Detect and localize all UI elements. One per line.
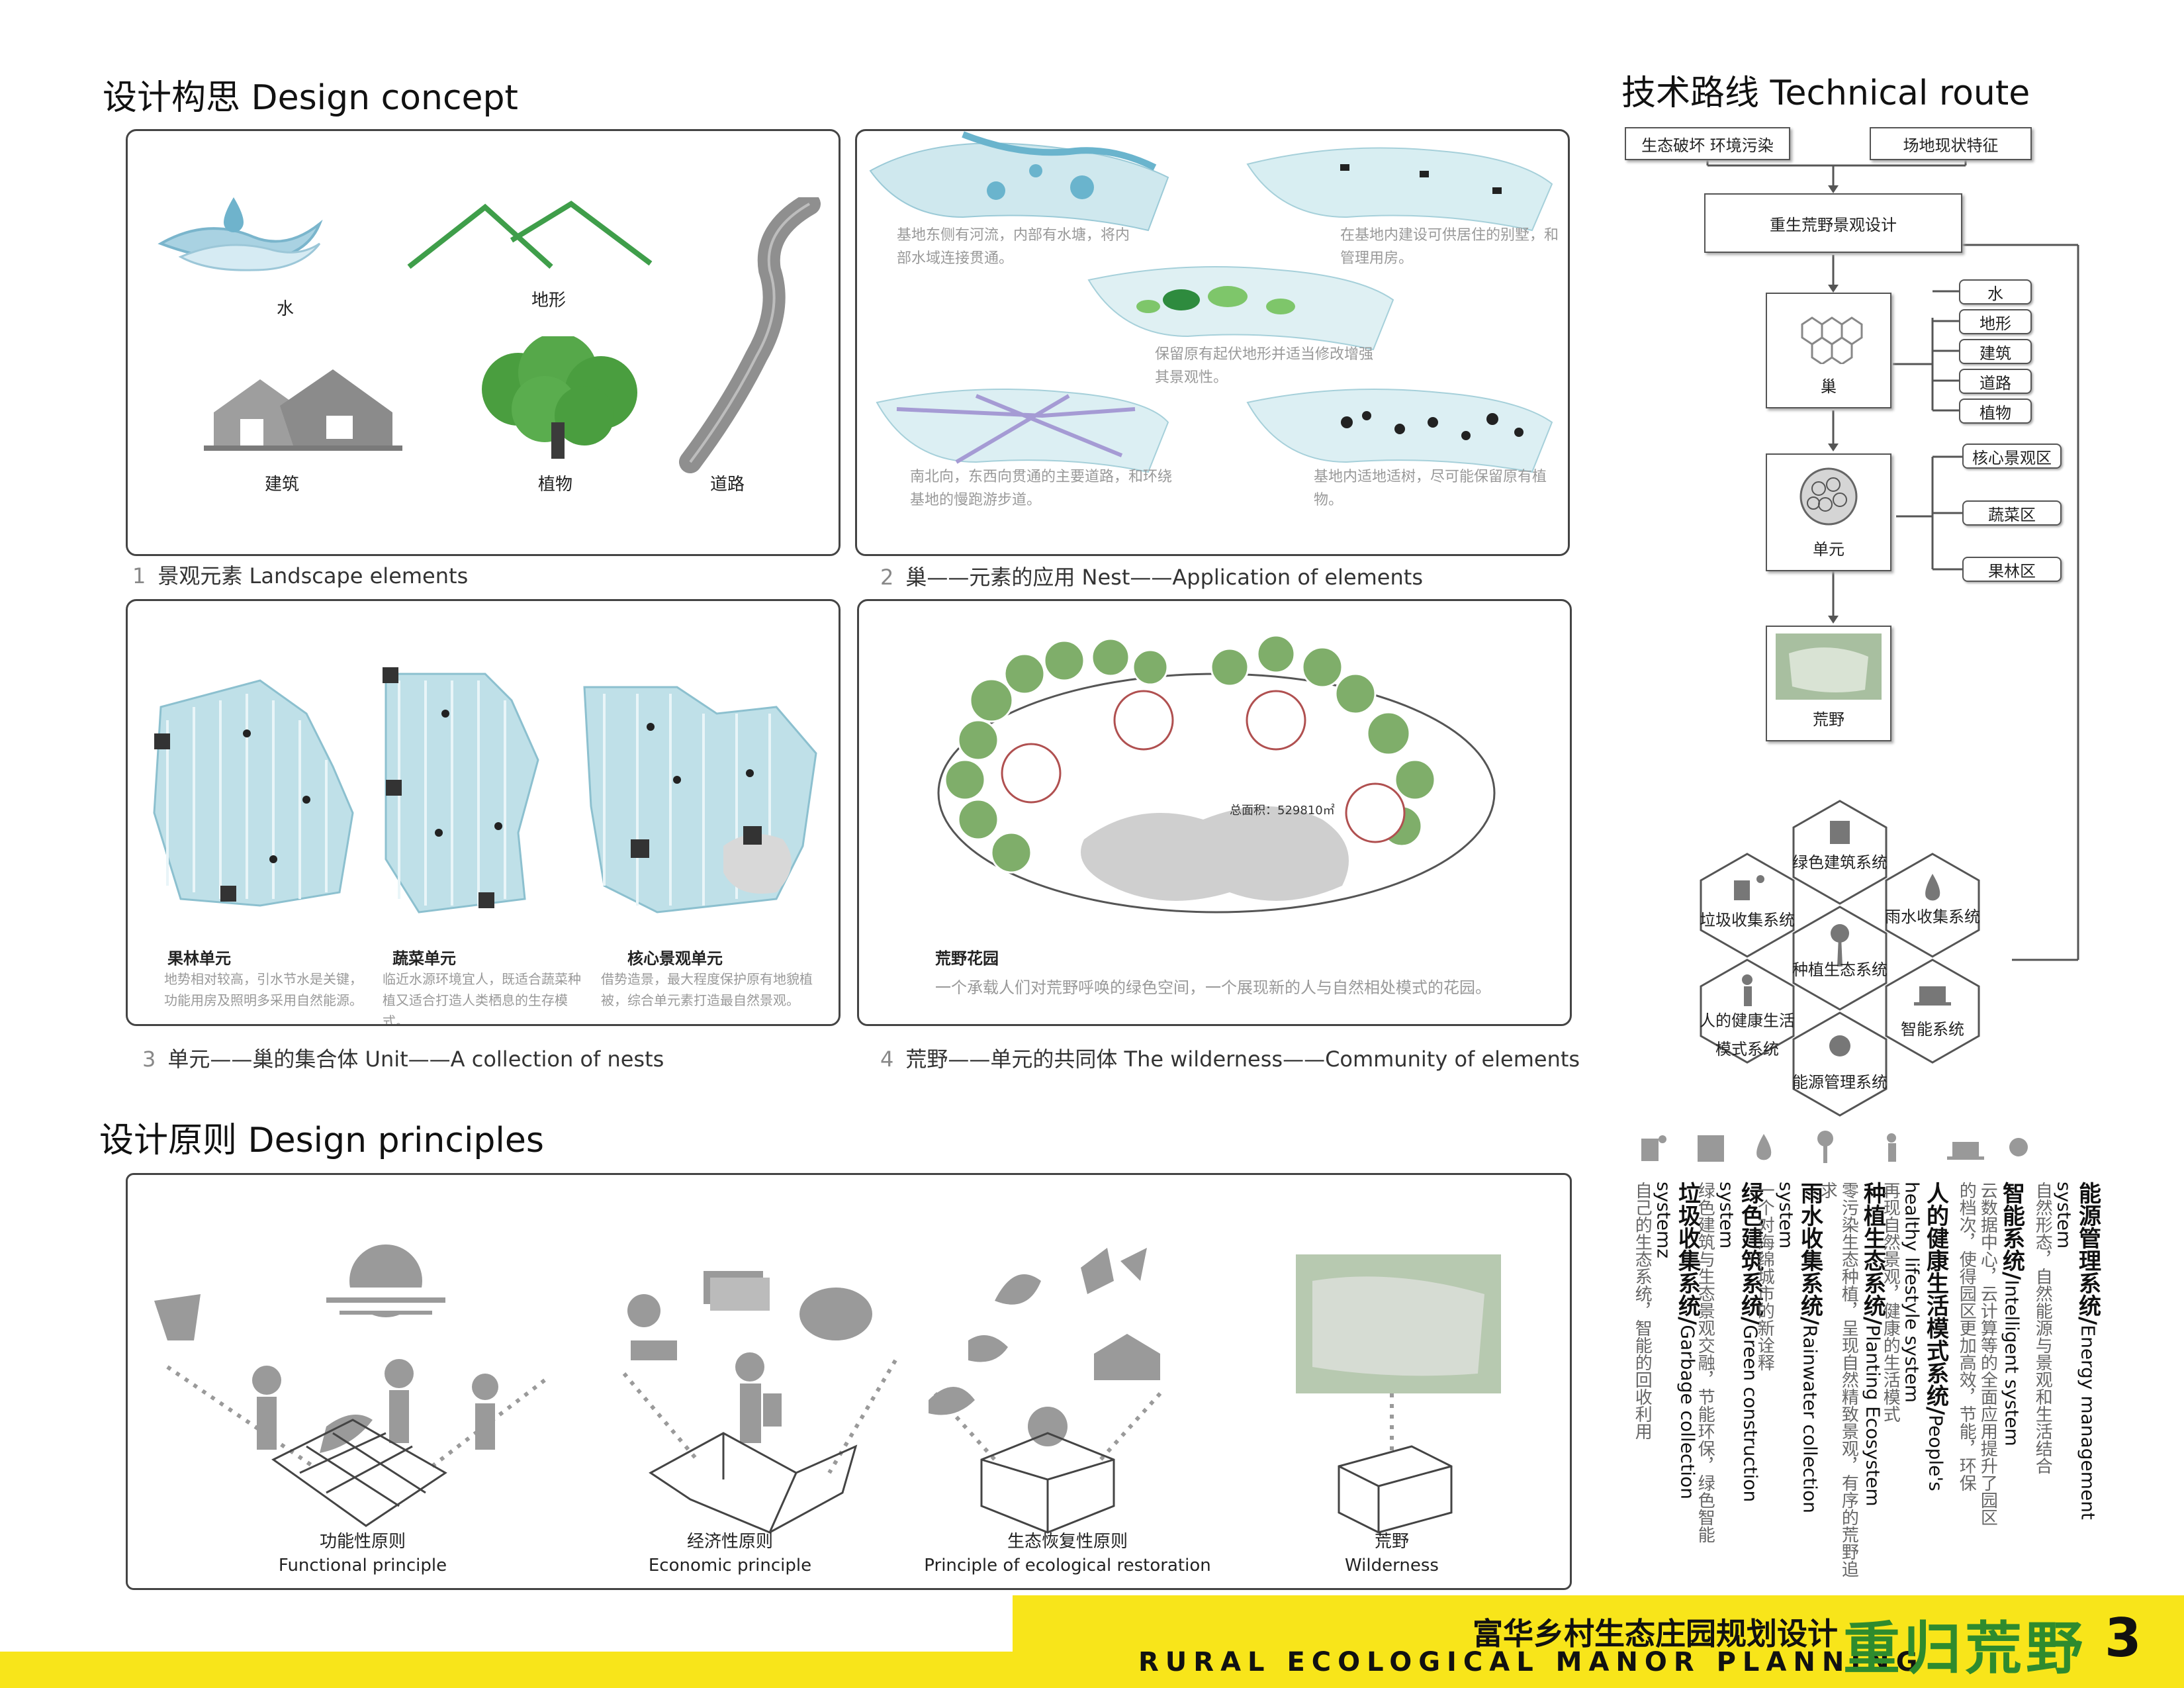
wilderness-garden-diagram	[937, 634, 1496, 914]
footer-project-en: RURAL ECOLOGICAL MANOR PLANNING	[1138, 1647, 1925, 1677]
principle-economic-en: Economic principle	[648, 1556, 812, 1575]
system-healthy-line1: 人的健康生活	[1700, 1011, 1795, 1030]
note-building: 在基地内建设可供居住的别墅，和管理用房。	[1340, 227, 1559, 267]
system-energy: 能源管理系统	[1792, 1073, 1888, 1092]
unit-item-orchard: 果林区	[1962, 557, 2062, 582]
unit-item-core: 核心景观区	[1962, 444, 2062, 469]
water-map-icon	[869, 131, 1169, 232]
technical-route-connectors	[1706, 142, 2079, 961]
panel-nest-application: 基地东侧有河流，内部有水塘，将内部水域连接贯通。 在基地内建设可供居住的别墅，和…	[855, 129, 1570, 556]
system-green-building: 绿色建筑系统	[1792, 853, 1888, 872]
unit-cluster-icon	[1799, 467, 1858, 526]
panel-landscape-elements: 水 地形 道路 建筑 植物	[126, 129, 841, 556]
route-wild-box: 荒野	[1766, 626, 1891, 741]
nest-item-road: 道路	[1959, 369, 2032, 394]
note-road: 南北向，东西向贯通的主要道路，和环绕基地的慢跑游步道。	[910, 469, 1173, 509]
wild-aerial-icon	[1776, 633, 1882, 700]
unit-name-vegetable: 蔬菜单元	[392, 949, 456, 968]
route-nest-box: 巢	[1766, 293, 1891, 408]
route-unit-label: 单元	[1813, 540, 1844, 559]
footer-band	[1013, 1595, 2184, 1688]
unit-name-orchard: 果林单元	[167, 949, 231, 968]
systems-hexagon-cluster	[1700, 800, 1980, 1117]
nest-item-terrain: 地形	[1959, 309, 2032, 334]
panel-unit-collection: 果林单元 地势相对较高，引水节水是关键，功能用房及照明多采用自然能源。 蔬菜单元…	[126, 599, 841, 1026]
system-intelligent: 智能系统	[1901, 1020, 1964, 1039]
design-principles-title: 设计原则 Design principles	[99, 1121, 544, 1160]
principle-ecological-en: Principle of ecological restoration	[924, 1556, 1211, 1575]
tree-icon	[482, 336, 637, 459]
note-terrain: 保留原有起伏地形并适当修改增强其景观性。	[1155, 346, 1374, 387]
panel-wilderness-community: 总面积：529810㎡ 荒野花园 一个承载人们对荒野呼唤的绿色空间，一个展现新的…	[857, 599, 1572, 1026]
label-terrain: 地形	[531, 291, 567, 310]
label-water: 水	[277, 299, 295, 319]
system-column-icons	[1641, 1131, 2028, 1163]
principle-wilderness-en: Wilderness	[1345, 1556, 1439, 1575]
nest-item-building: 建筑	[1959, 339, 2032, 364]
water-icon	[158, 197, 323, 271]
footer-strip	[0, 1652, 1013, 1688]
route-ecological-damage: 生态破坏 环境污染	[1625, 127, 1790, 160]
technical-route-title: 技术路线 Technical route	[1621, 73, 2030, 113]
orchard-unit-map	[153, 679, 354, 907]
plant-map-icon	[1246, 389, 1553, 473]
system-garbage: 垃圾收集系统	[1700, 911, 1795, 929]
note-plant: 基地内适地适树，尽可能保留原有植物。	[1314, 469, 1547, 509]
honeycomb-icon	[1801, 316, 1863, 364]
building-map-icon	[1246, 147, 1553, 232]
footer-project-cn: 富华乡村生态庄园规划设计	[1473, 1616, 1838, 1652]
garden-title: 荒野花园	[935, 949, 999, 968]
route-unit-box: 单元	[1766, 453, 1891, 571]
unit-desc-orchard: 地势相对较高，引水节水是关键，功能用房及照明多采用自然能源。	[164, 971, 363, 1008]
system-planting: 种植生态系统	[1792, 961, 1888, 979]
nest-item-plant: 植物	[1959, 399, 2032, 424]
terrain-icon	[407, 201, 653, 269]
road-map-icon	[876, 389, 1169, 473]
route-main-design: 重生荒野景观设计	[1704, 193, 1962, 253]
building-icon	[204, 369, 402, 451]
road-icon	[679, 197, 821, 473]
label-plant: 植物	[538, 475, 573, 494]
garden-desc: 一个承载人们对荒野呼唤的绿色空间，一个展现新的人与自然相处模式的花园。	[935, 978, 1491, 997]
design-concept-title: 设计构思 Design concept	[103, 78, 518, 118]
label-building: 建筑	[265, 475, 300, 494]
route-site-status: 场地现状特征	[1870, 127, 2032, 160]
principle-functional-cn: 功能性原则	[319, 1532, 406, 1552]
footer-page-number: 3	[2105, 1607, 2142, 1669]
system-rainwater: 雨水收集系统	[1885, 908, 1980, 926]
unit-desc-core: 借势造景，最大程度保护原有地貌植被，综合单元素打造最自然景观。	[601, 971, 813, 1008]
unit-desc-vegetable: 临近水源环境宜人，既适合蔬菜种植又适合打造人类栖息的生存模式。	[383, 971, 581, 1026]
total-area: 总面积：529810㎡	[1230, 804, 1335, 818]
unit-name-core: 核心景观单元	[627, 949, 723, 968]
unit-item-vegetable: 蔬菜区	[1962, 500, 2062, 526]
vegetable-unit-map	[383, 667, 539, 914]
principle-ecological-cn: 生态恢复性原则	[1007, 1532, 1128, 1552]
route-wild-label: 荒野	[1813, 710, 1844, 729]
principle-economic-cn: 经济性原则	[686, 1532, 773, 1552]
principle-functional-en: Functional principle	[278, 1556, 447, 1575]
footer-slogan: 重归荒野	[1843, 1615, 2087, 1682]
note-water: 基地东侧有河流，内部有水塘，将内部水域连接贯通。	[897, 227, 1130, 267]
system-healthy-line2: 模式系统	[1715, 1040, 1779, 1058]
core-landscape-unit-map	[583, 686, 817, 914]
panel-design-principles: 功能性原则 Functional principle 经济性原则 Economi…	[126, 1173, 1572, 1590]
principle-wilderness-cn: 荒野	[1374, 1532, 1409, 1552]
column-healthy-lifestyle: 人的健康生活模式系统/People's healthy lifestyle sy…	[1880, 1182, 1949, 1491]
terrain-map-icon	[1087, 266, 1394, 351]
route-nest-label: 巢	[1821, 377, 1837, 396]
principles-illustration	[154, 1244, 1501, 1534]
nest-item-water: 水	[1959, 279, 2032, 305]
label-road: 道路	[710, 475, 745, 494]
